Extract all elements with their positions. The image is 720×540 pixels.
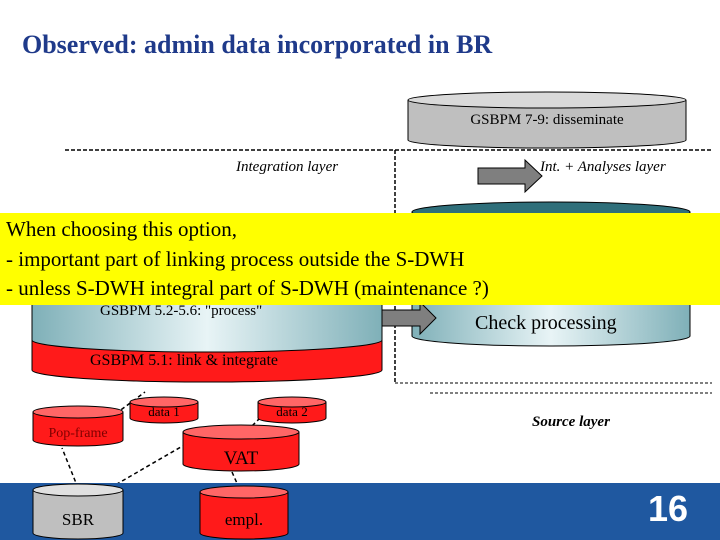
vat-cylinder: [182, 424, 300, 472]
integration-cylinder: [31, 300, 383, 383]
data2-cylinder: [257, 396, 327, 424]
pop-frame-label: Pop-frame: [48, 426, 108, 441]
sbr-label: SBR: [61, 510, 95, 529]
note-line-3: - unless S-DWH integral part of S-DWH (m…: [6, 276, 489, 300]
arrow-sbr-to-popframe: [61, 447, 79, 489]
disseminate-label: GSBPM 7-9: disseminate: [470, 112, 624, 128]
data2-label: data 2: [276, 404, 308, 419]
note-popup: When choosing this option, - important p…: [0, 213, 720, 305]
page-title: Observed: admin data incorporated in BR: [22, 30, 493, 59]
check-processing-label: Check processing: [475, 312, 617, 334]
integration-layer-label: Integration layer: [236, 159, 339, 175]
source-layer-label: Source layer: [532, 414, 610, 430]
data1-label: data 1: [148, 404, 180, 419]
pop-frame-cylinder: [32, 405, 124, 447]
vat-label: VAT: [223, 448, 259, 469]
int-analyses-layer-label: Int. + Analyses layer: [540, 159, 666, 175]
process-label: GSBPM 5.2-5.6: "process": [100, 303, 263, 319]
layer-arrow-icon: [477, 158, 543, 194]
arrow-sbr-to-vat: [109, 443, 187, 489]
process-arrow-icon: [381, 300, 437, 336]
link-integrate-label: GSBPM 5.1: link & integrate: [90, 352, 278, 369]
data1-cylinder: [129, 396, 199, 424]
page-number: 16: [647, 488, 688, 529]
disseminate-cylinder: [407, 91, 687, 149]
note-line-1: When choosing this option,: [6, 217, 237, 241]
empl-label: empl.: [224, 510, 264, 529]
note-line-2: - important part of linking process outs…: [6, 247, 465, 271]
